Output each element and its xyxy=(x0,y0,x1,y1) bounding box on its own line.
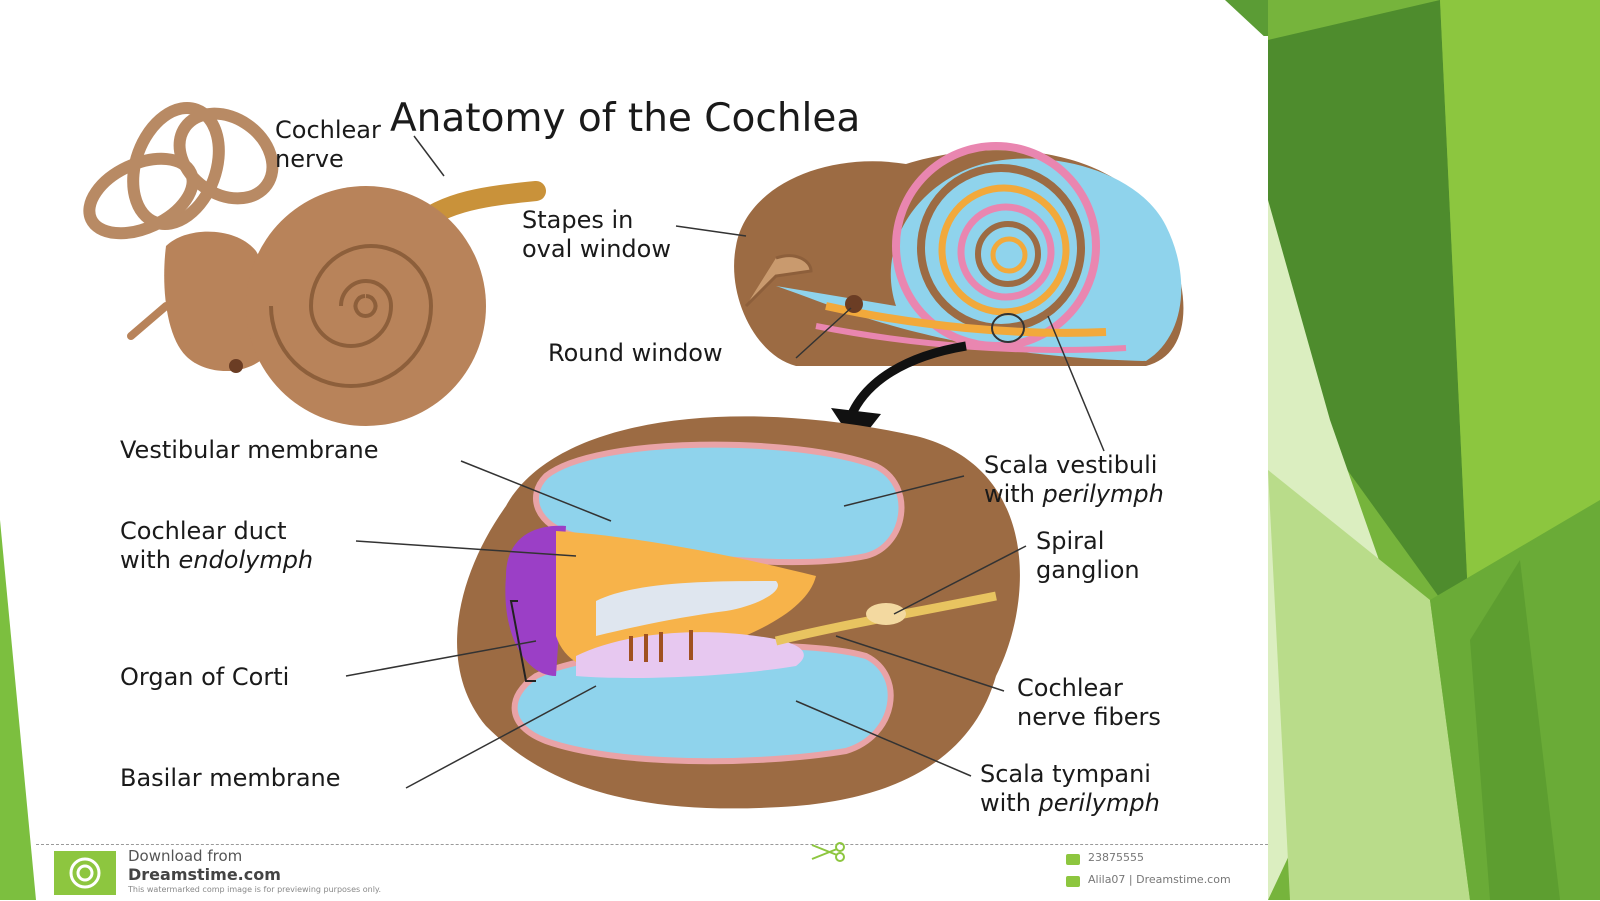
cochlea-shell-spiral xyxy=(269,244,434,388)
label-scala-tympani-line1: Scala tympani xyxy=(980,760,1151,788)
dreamstime-logo-icon xyxy=(54,851,116,895)
label-cochlear-nerve: Cochlear nerve xyxy=(275,116,381,174)
label-spiral-ganglion-line1: Spiral xyxy=(1036,527,1105,555)
label-spiral-ganglion: Spiral ganglion xyxy=(1036,527,1140,585)
label-organ-of-corti: Organ of Corti xyxy=(120,663,290,691)
label-cochlear-nerve-fibers-line1: Cochlear xyxy=(1017,674,1123,702)
spiral-ring-6 xyxy=(990,236,1028,274)
label-scala-vestibuli-line1: Scala vestibuli xyxy=(984,451,1158,479)
label-scala-vestibuli-italic: perilymph xyxy=(1042,480,1164,508)
cochlea-external-drawing xyxy=(83,101,546,426)
green-facet-left xyxy=(0,520,36,900)
footer-image-id: 23875555 xyxy=(1088,851,1144,864)
spiral-logo-icon xyxy=(69,857,101,889)
watermark-footer: Download from Dreamstime.com This waterm… xyxy=(36,842,1268,901)
footer-credit: Alila07 | Dreamstime.com xyxy=(1088,873,1231,886)
cochlea-shell xyxy=(246,186,486,426)
label-scala-tympani: Scala tympani with perilymph xyxy=(980,760,1160,818)
label-basilar-membrane: Basilar membrane xyxy=(120,764,341,792)
label-stapes-line1: Stapes in xyxy=(522,206,634,234)
cross-section-marker xyxy=(991,313,1025,343)
label-round-window: Round window xyxy=(548,339,723,367)
green-facet-accent xyxy=(1470,560,1560,900)
cochlea-spiral-section xyxy=(734,142,1184,366)
footer-site: Dreamstime.com xyxy=(128,865,281,884)
stapes-right xyxy=(744,254,813,308)
spiral-ring-4 xyxy=(957,203,1055,301)
label-cochlear-nerve-fibers: Cochlear nerve fibers xyxy=(1017,674,1161,732)
label-stapes: Stapes in oval window xyxy=(522,206,671,264)
label-scala-vestibuli-prefix: with xyxy=(984,480,1043,508)
spiral-ganglion-body xyxy=(866,603,906,625)
label-scala-tympani-italic: perilymph xyxy=(1038,789,1160,817)
label-stapes-line2: oval window xyxy=(522,235,671,263)
round-window-left xyxy=(229,359,243,373)
label-cochlear-duct-prefix: with xyxy=(120,546,179,574)
semicircular-canal-3 xyxy=(173,107,279,205)
label-cochlear-duct-line1: Cochlear duct xyxy=(120,517,287,545)
label-scala-vestibuli: Scala vestibuli with perilymph xyxy=(984,451,1164,509)
vestibule xyxy=(164,231,277,371)
semicircular-canal-2 xyxy=(127,101,225,231)
green-facet-light xyxy=(1268,470,1470,900)
label-scala-tympani-prefix: with xyxy=(980,789,1039,817)
id-badge-icon xyxy=(1066,854,1080,865)
membrane-purple-wall xyxy=(505,525,566,676)
tectorial-membrane xyxy=(596,581,778,636)
green-facet-dark xyxy=(1268,0,1470,640)
credit-badge-icon xyxy=(1066,876,1080,887)
label-vestibular-membrane: Vestibular membrane xyxy=(120,436,379,464)
leader-lines xyxy=(345,135,1105,789)
footer-download-from: Download from xyxy=(128,847,243,865)
cochlea-cross-section xyxy=(457,416,1020,809)
cochlea-illustration xyxy=(83,101,1184,809)
spiral-ring-3 xyxy=(938,184,1070,316)
label-cochlear-nerve-line2: nerve xyxy=(275,145,344,173)
footer-disclaimer: This watermarked comp image is for previ… xyxy=(128,885,382,894)
label-scala-vestibuli-line2: with perilymph xyxy=(984,480,1164,509)
spiral-orange-band xyxy=(825,302,1107,337)
label-cochlear-nerve-fibers-line2: nerve fibers xyxy=(1017,703,1161,731)
label-spiral-ganglion-line2: ganglion xyxy=(1036,556,1140,584)
green-facet-mid xyxy=(1440,0,1600,640)
label-cochlear-duct: Cochlear duct with endolymph xyxy=(120,517,313,575)
label-cochlear-duct-italic: endolymph xyxy=(178,546,314,574)
scissors-icon xyxy=(811,842,845,862)
spiral-pink-band xyxy=(815,323,1127,353)
stapes-left xyxy=(127,302,170,340)
diagram-title: Anatomy of the Cochlea xyxy=(390,96,861,141)
label-scala-tympani-line2: with perilymph xyxy=(980,789,1160,818)
spiral-ring-5 xyxy=(975,221,1041,287)
hair-cells xyxy=(629,630,693,662)
diagram-figure: Anatomy of the Cochlea Cochlear nerve St… xyxy=(36,36,1268,900)
organ-of-corti-bracket xyxy=(509,600,536,682)
label-cochlear-nerve-line1: Cochlear xyxy=(275,116,381,144)
label-cochlear-duct-line2: with endolymph xyxy=(120,546,313,575)
